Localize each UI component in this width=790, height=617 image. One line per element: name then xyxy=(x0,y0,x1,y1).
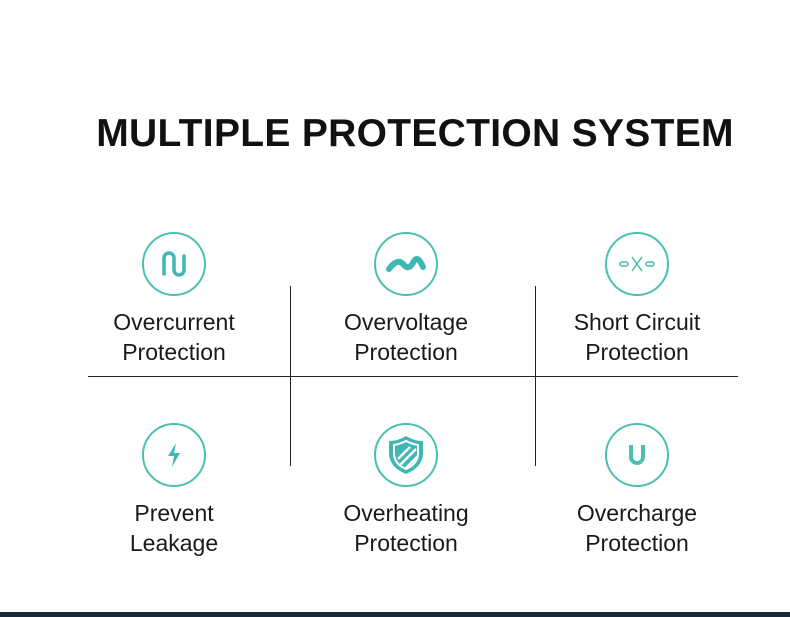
short-circuit-icon xyxy=(605,232,669,296)
bottom-bar xyxy=(0,612,790,617)
wave-u-icon xyxy=(142,232,206,296)
feature-label: Overcharge xyxy=(576,500,698,526)
lightning-icon xyxy=(142,423,206,487)
grid-divider-horizontal xyxy=(88,376,738,377)
feature-label: Overheating xyxy=(343,500,469,526)
feature-label: Overcurrent xyxy=(113,309,235,335)
feature-label: Protection xyxy=(354,530,458,556)
feature-label: Protection xyxy=(585,339,689,365)
voltage-wave-icon xyxy=(374,232,438,296)
feature-label: Protection xyxy=(585,530,689,556)
feature-label: Leakage xyxy=(129,530,219,556)
feature-label: Overvoltage xyxy=(343,309,468,335)
feature-label: Short Circuit xyxy=(573,309,701,335)
feature-label: Protection xyxy=(354,339,458,365)
feature-label: Protection xyxy=(122,339,226,365)
shield-icon xyxy=(374,423,438,487)
feature-label: Prevent xyxy=(134,500,214,526)
u-letter-icon xyxy=(605,423,669,487)
page-title: MULTIPLE PROTECTION SYSTEM xyxy=(96,112,734,155)
